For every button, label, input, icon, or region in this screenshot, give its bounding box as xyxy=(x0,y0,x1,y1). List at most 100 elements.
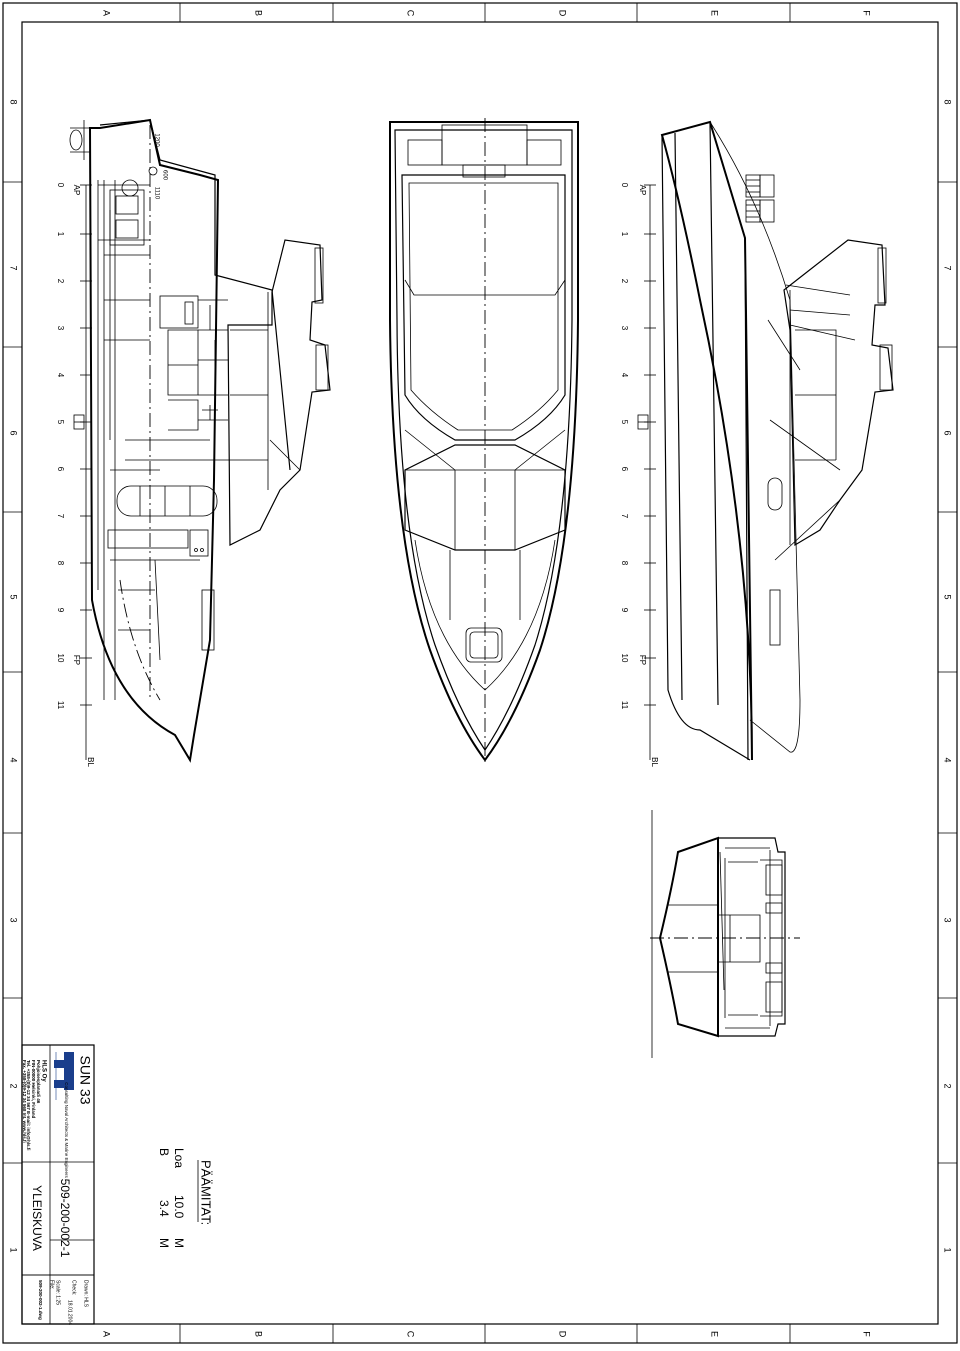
company-address: Pohjoisesplanadi 46 xyxy=(36,1060,41,1104)
col-label-bottom-b: B xyxy=(254,1331,264,1337)
title-block: SUN 33 Consulting Naval Architects & Mar… xyxy=(21,1044,95,1325)
section-hull xyxy=(658,836,719,1038)
sternbox-icon xyxy=(637,414,649,430)
row-label-right-7: 7 xyxy=(943,265,953,270)
bl-marker: BL xyxy=(650,757,659,767)
fp-marker: FP xyxy=(638,655,647,665)
sternbox-icon xyxy=(73,414,85,430)
station-label: 9 xyxy=(620,608,629,613)
profile-interior-view: 0 1 2 3 4 5 6 7 8 9 10 11 AP FP BL xyxy=(56,118,331,767)
dim-unit-beam: M xyxy=(157,1238,171,1248)
station-label: 7 xyxy=(56,514,65,519)
cabin-superstructure xyxy=(783,239,894,547)
exterior-profile-view: 0 1 2 3 4 5 6 7 8 9 10 11 AP FP BL xyxy=(620,120,894,767)
station-label: 1 xyxy=(56,232,65,237)
dimensions-heading: PÄÄMITAT: xyxy=(199,1160,214,1225)
ap-marker: AP xyxy=(72,185,81,196)
station-label: 4 xyxy=(56,373,65,378)
col-label-top-c: C xyxy=(406,10,416,17)
station-label: 2 xyxy=(56,279,65,284)
row-label-left-4: 4 xyxy=(9,757,19,762)
row-label-left-5: 5 xyxy=(9,594,19,599)
drawing-scale: Scale: 1:25 xyxy=(55,1280,61,1305)
col-label-bottom-d: D xyxy=(558,1331,568,1338)
plan-view xyxy=(389,118,579,765)
row-label-left-2: 2 xyxy=(9,1083,19,1088)
station-label: 8 xyxy=(620,561,629,566)
station-label: 11 xyxy=(620,701,629,710)
company-contact: Tel. +358-(0)9-12 34 567 E-mail: info@hl… xyxy=(26,1060,31,1150)
windscreen xyxy=(404,444,566,551)
row-label-right-6: 6 xyxy=(943,430,953,435)
station-label: 6 xyxy=(56,467,65,472)
company-tagline: Consulting Naval Architects & Marine Eng… xyxy=(64,1082,69,1178)
company-address: FIN-00000 Helsinki, Finland xyxy=(31,1060,36,1119)
dim-label: 1110 xyxy=(153,187,159,200)
station-label: 5 xyxy=(620,420,629,425)
station-label: 10 xyxy=(620,654,629,663)
drawn-by: Drawn: HLS xyxy=(83,1280,89,1308)
dim-value-loa: 10.0 xyxy=(172,1195,186,1219)
station-label: 3 xyxy=(620,326,629,331)
row-label-right-8: 8 xyxy=(943,99,953,104)
company-name: HLS Oy xyxy=(40,1060,46,1082)
col-label-bottom-a: A xyxy=(102,1331,112,1337)
col-label-top-f: F xyxy=(862,10,872,16)
dim-unit-loa: M xyxy=(172,1238,186,1248)
station-label: 7 xyxy=(620,514,629,519)
main-dimensions: PÄÄMITAT: Loa 10.0 M B 3.4 M xyxy=(157,1148,214,1248)
dim-label: 1200 xyxy=(153,133,159,147)
station-label: 3 xyxy=(56,326,65,331)
vent-icon xyxy=(745,174,775,223)
col-label-top-e: E xyxy=(710,10,720,16)
section-view xyxy=(650,810,800,1058)
col-label-top-d: D xyxy=(558,10,568,17)
bl-marker: BL xyxy=(86,757,95,767)
row-label-left-8: 8 xyxy=(9,99,19,104)
col-label-top-a: A xyxy=(102,10,112,16)
file-label: File: xyxy=(49,1280,55,1289)
col-label-top-b: B xyxy=(254,10,264,16)
deck-outline xyxy=(389,121,579,762)
station-label: 1 xyxy=(620,232,629,237)
engine-icon xyxy=(109,179,145,246)
station-label: 6 xyxy=(620,467,629,472)
hull-outline xyxy=(88,118,220,763)
drawing-title: YLEISKUVA xyxy=(30,1185,44,1251)
ap-marker: AP xyxy=(638,185,647,196)
station-label: 11 xyxy=(56,701,65,710)
row-label-right-2: 2 xyxy=(943,1083,953,1088)
station-label: 10 xyxy=(56,654,65,663)
row-label-right-5: 5 xyxy=(943,594,953,599)
company-logo-icon xyxy=(54,1052,74,1100)
cabin-superstructure xyxy=(227,239,331,546)
dim-label-loa: Loa xyxy=(172,1148,186,1168)
col-label-bottom-c: C xyxy=(406,1331,416,1338)
dim-label-beam: B xyxy=(157,1148,171,1156)
station-label: 0 xyxy=(56,183,65,188)
propeller-icon xyxy=(69,120,90,160)
hull-outline xyxy=(660,120,753,761)
company-contact: Fax. +358-(0)9-12 34 568 Int. www.hls.fi xyxy=(22,1060,27,1143)
row-label-left-6: 6 xyxy=(9,430,19,435)
row-label-right-1: 1 xyxy=(943,1247,953,1252)
fore-hatch xyxy=(465,627,503,663)
porthole xyxy=(767,477,783,511)
station-label: 8 xyxy=(56,561,65,566)
row-label-right-4: 4 xyxy=(943,757,953,762)
drawing-date: 18.01.2004 xyxy=(67,1300,73,1325)
col-label-bottom-e: E xyxy=(710,1331,720,1337)
dim-value-beam: 3.4 xyxy=(157,1200,171,1217)
station-label: 4 xyxy=(620,373,629,378)
checked-by: Check: xyxy=(71,1280,77,1296)
col-label-bottom-f: F xyxy=(862,1331,872,1337)
project-name: SUN 33 xyxy=(77,1055,93,1104)
row-label-left-3: 3 xyxy=(9,917,19,922)
drawing-number: 509-200-002-1 xyxy=(58,1179,72,1258)
station-label: 0 xyxy=(620,183,629,188)
station-label: 9 xyxy=(56,608,65,613)
row-label-left-1: 1 xyxy=(9,1247,19,1252)
row-label-left-7: 7 xyxy=(9,265,19,270)
